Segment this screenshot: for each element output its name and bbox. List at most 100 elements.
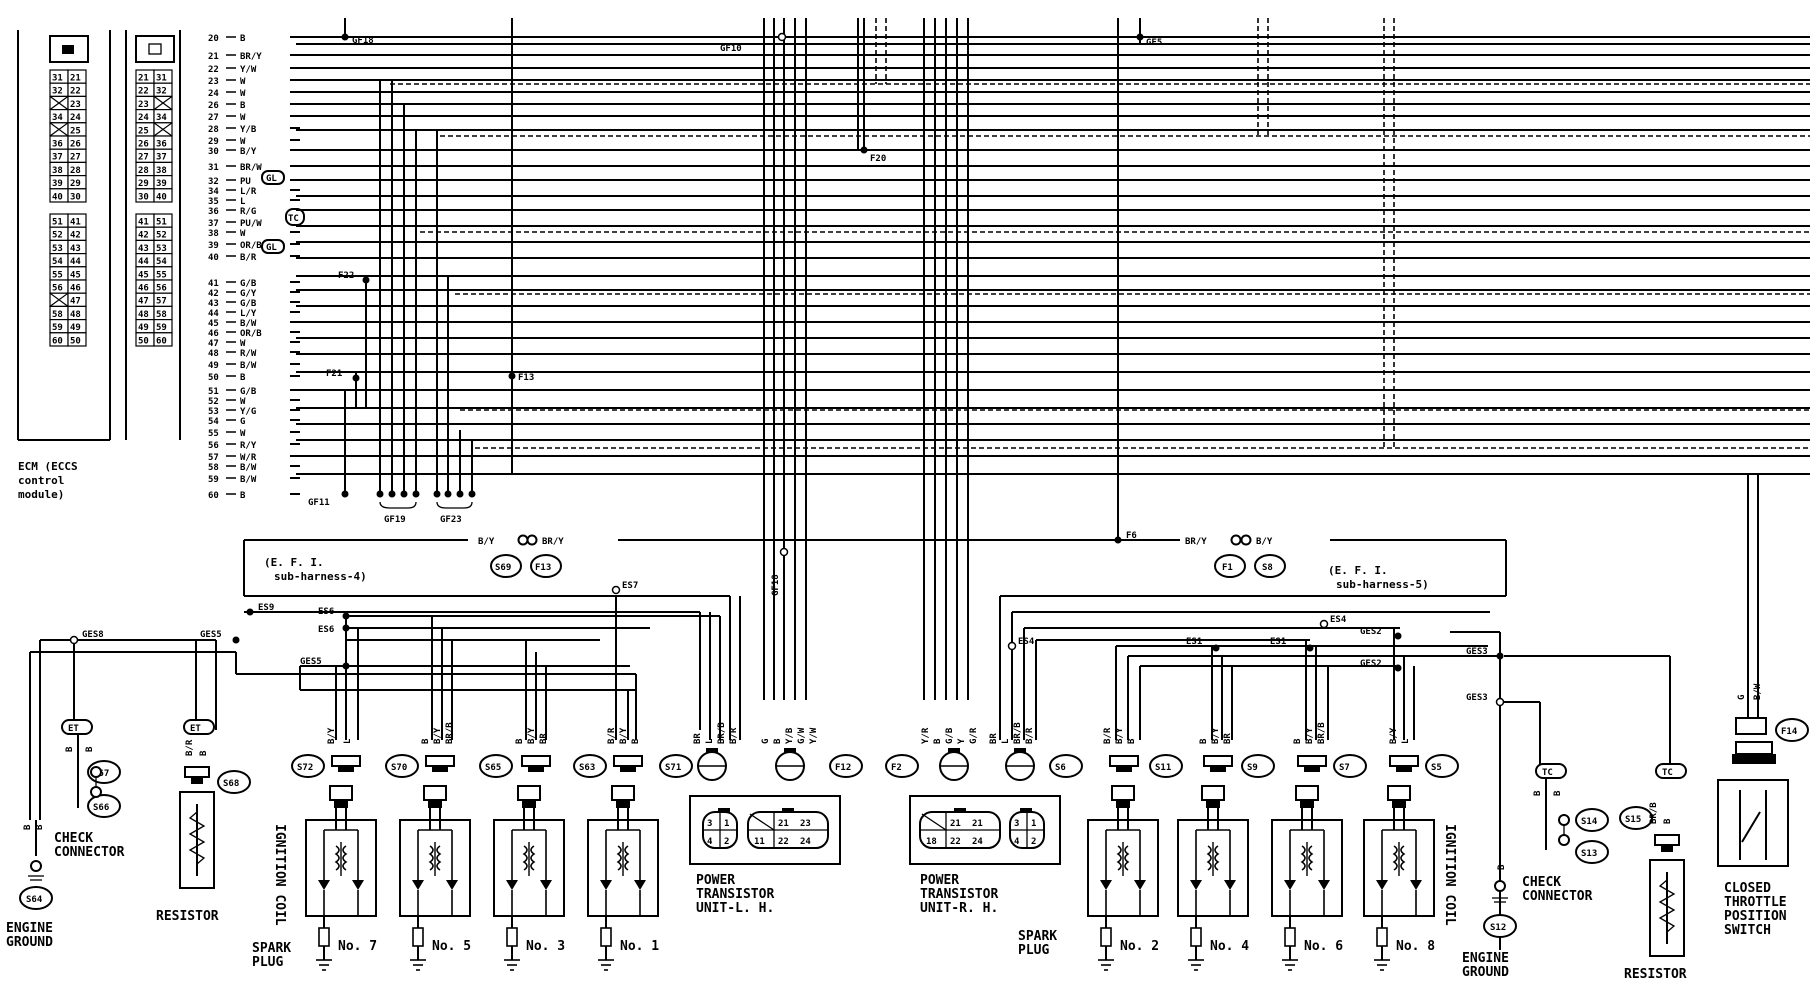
spark-plug-right-label-2: PLUG xyxy=(1018,943,1049,958)
connector-s72-ellipse xyxy=(291,754,325,778)
ecm-cell-label: 49 xyxy=(138,323,149,333)
subharness5-title-line2: sub-harness-5) xyxy=(1336,578,1429,591)
splice-es1-b: ES1 xyxy=(1270,637,1286,647)
connector-f1: F1 xyxy=(1222,563,1233,573)
ecm-cell-label: 32 xyxy=(156,87,167,97)
pin-wire-color: Y/B xyxy=(240,125,257,135)
pin-number: 26 xyxy=(208,101,219,111)
ecm-cell-label: 59 xyxy=(156,323,167,333)
coil-connector xyxy=(1111,785,1135,801)
pin-number: 40 xyxy=(208,253,219,263)
splice-f13: F13 xyxy=(518,373,534,383)
ecm-cell-label: 48 xyxy=(70,310,81,320)
pin-number: 39 xyxy=(208,241,219,251)
ecm-cell-label: 50 xyxy=(138,336,149,346)
pin-wire-color: G/Y xyxy=(240,289,257,299)
ecm-cell-label: 40 xyxy=(156,192,167,202)
coil-winding xyxy=(1300,845,1314,871)
ecm-cell-label: 37 xyxy=(52,153,63,163)
tag-et-1: ET xyxy=(68,724,79,734)
connector-plug-tab xyxy=(1116,766,1132,772)
connector-plug xyxy=(1297,755,1327,767)
connector-plug-tab xyxy=(1396,766,1412,772)
wire-label-s11: B/R xyxy=(1103,727,1113,744)
ecm-cell xyxy=(67,332,87,347)
diode-icon xyxy=(1224,880,1236,890)
ecm-cell-label: 29 xyxy=(138,179,149,189)
wire-label-f2: G/R xyxy=(969,727,979,744)
spark-plug-right-label-1: SPARK xyxy=(1018,929,1057,944)
throttle-switch-label-1: CLOSED xyxy=(1724,881,1771,896)
wire-label-res1: B/R xyxy=(185,739,195,756)
splice-ges3: GES3 xyxy=(1466,647,1488,657)
ecm-cell-label: 36 xyxy=(52,140,63,150)
splice-ges5-b: GES5 xyxy=(300,657,322,667)
connector-plug xyxy=(331,755,361,767)
wire-label-s70: B xyxy=(421,738,431,744)
diode-icon xyxy=(1284,880,1296,890)
power-transistor-right: 21 21 18 22 24 3 1 4 2 POWER TRANSISTOR … xyxy=(909,795,1061,916)
coil-winding xyxy=(1392,845,1406,871)
pin-number: 35 xyxy=(208,197,219,207)
wire-label-s72: B/Y xyxy=(327,727,337,744)
ecm-cell-label: 27 xyxy=(70,153,81,163)
subharness4-wire-left: B/Y xyxy=(478,537,495,547)
pin-number: 23 xyxy=(208,77,219,87)
spark-plug-number: No. 6 xyxy=(1304,939,1343,954)
spark-plug-icon xyxy=(600,927,612,947)
connector-f12-ellipse xyxy=(829,754,863,778)
ecm-cell-label: 25 xyxy=(138,126,149,136)
wire-label-s71: BR/B xyxy=(717,722,727,744)
spark-plug-icon xyxy=(506,927,518,947)
diode-icon xyxy=(1410,880,1422,890)
spark-plug-number: No. 4 xyxy=(1210,939,1249,954)
ecm-cell-label: 57 xyxy=(156,297,167,307)
ptu-left-pin-4: 4 xyxy=(707,837,713,847)
check-connector-left-label-2: CONNECTOR xyxy=(54,845,125,860)
splice-es1-a: ES1 xyxy=(1186,637,1202,647)
connector-f2: F2 xyxy=(891,763,902,773)
pin-wire-color: PU/W xyxy=(240,219,262,229)
coil-winding xyxy=(334,845,348,871)
connector-s11: S11 xyxy=(1155,763,1171,773)
connector-s64: S64 xyxy=(26,895,43,905)
wire-label-s6: BR xyxy=(989,733,999,744)
ecm-label-line1: ECM (ECCS xyxy=(18,460,78,473)
connector-s63: S63 xyxy=(579,763,595,773)
pin-number: 59 xyxy=(208,475,219,485)
pin-wire-color: W xyxy=(240,137,246,147)
pin-number: 28 xyxy=(208,125,219,135)
wire-label-s9: B/Y xyxy=(1211,727,1221,744)
connector-plug-tab xyxy=(432,766,448,772)
splice-ges2: GES2 xyxy=(1360,627,1382,637)
pin-number: 54 xyxy=(208,417,219,427)
connector-labels: S72S70S65S63S71F12F2S6S11S9S7S5S67S66S68… xyxy=(87,748,1653,864)
pin-wire-color: W xyxy=(240,397,246,407)
check-connector-right-label-1: CHECK xyxy=(1522,875,1561,890)
diode-icon xyxy=(412,880,424,890)
pin-number: 42 xyxy=(208,289,219,299)
splice-f22: F22 xyxy=(338,271,354,281)
ecm-cell-label: 48 xyxy=(138,310,149,320)
pin-number: 43 xyxy=(208,299,219,309)
connector-s15-ellipse xyxy=(1619,806,1653,830)
ptu-left-label-1: POWER xyxy=(696,873,735,888)
ptu-left-label-3: UNIT-L. H. xyxy=(696,901,774,916)
wire-label-res2: B xyxy=(1663,818,1673,824)
pin-wire-color: B xyxy=(240,101,246,111)
diode-icon xyxy=(540,880,552,890)
connector-plug-tab xyxy=(338,766,354,772)
ecm-cell-label: 53 xyxy=(52,244,63,254)
wire-label-f2: Y xyxy=(957,738,967,744)
wire-label-s7: BR/B xyxy=(1317,722,1327,744)
pin-wire-color: BR/Y xyxy=(240,52,262,62)
pin-wire-color: B/R xyxy=(240,253,257,263)
check-connector-left-label-1: CHECK xyxy=(54,831,93,846)
splice-gf19: GF19 xyxy=(384,515,406,525)
coil-winding xyxy=(1116,845,1130,871)
lower-left-harness: GES8 GES5 ES9 ES6 ES6 GES5 ES7 xyxy=(29,581,741,820)
pin-tag-gl-1: GL xyxy=(266,174,277,184)
wire-label-s11: B/Y xyxy=(1115,727,1125,744)
pin-number: 52 xyxy=(208,397,219,407)
